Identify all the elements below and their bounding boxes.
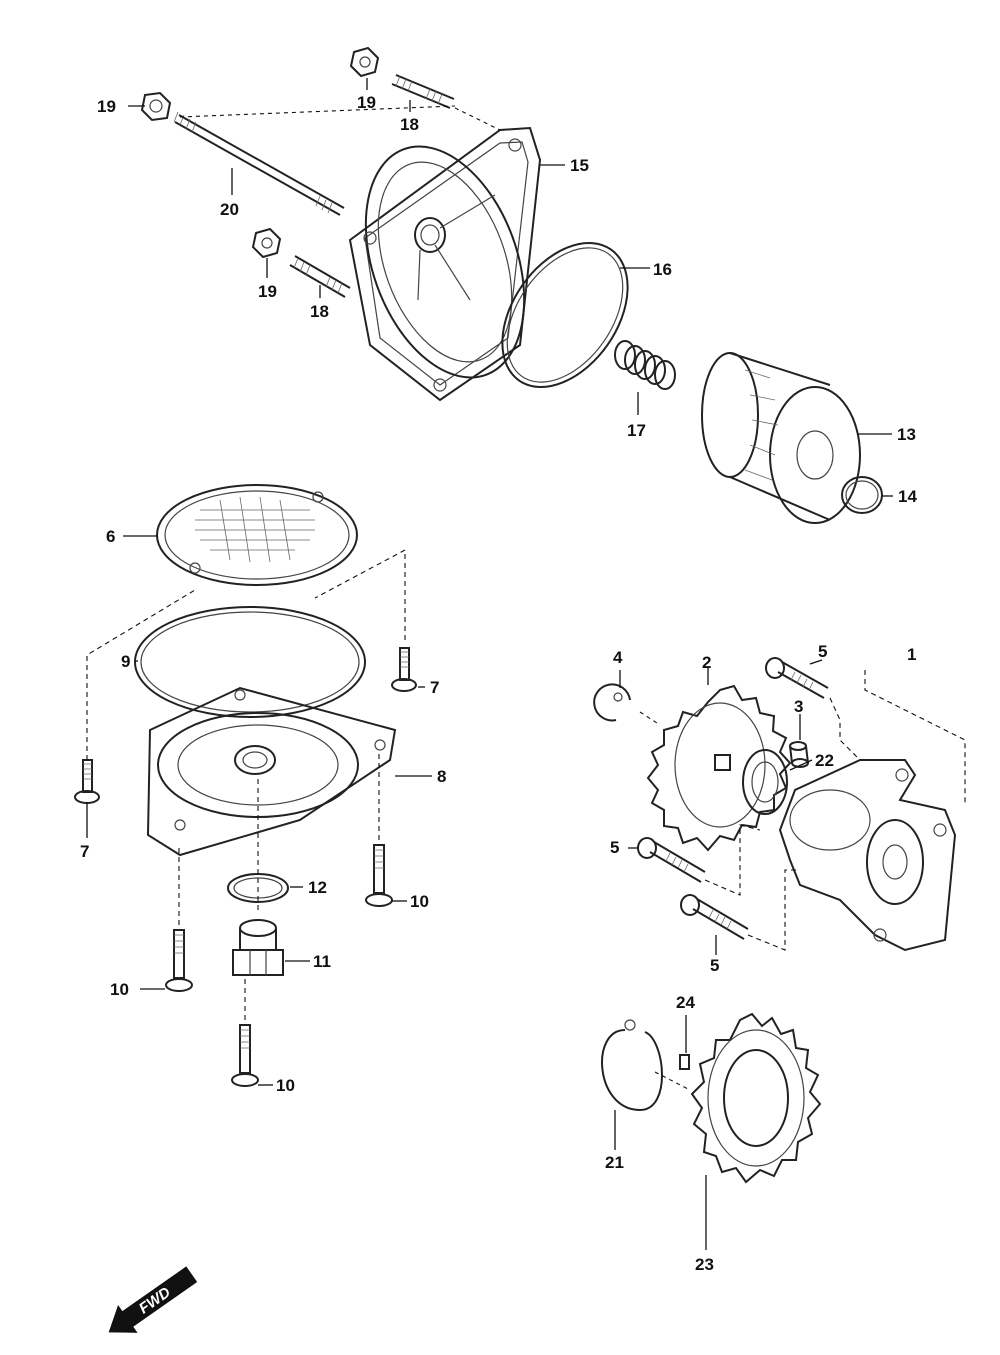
oil-strainer-screen <box>156 484 358 586</box>
callout-7-left: 7 <box>80 842 89 861</box>
bolt-7-left <box>74 759 100 804</box>
callout-labels: 1 2 3 4 5 5 5 6 7 7 8 9 10 10 10 11 12 1… <box>80 93 917 1274</box>
callout-13: 13 <box>897 425 916 444</box>
oil-filter-element <box>701 352 861 524</box>
callout-23: 23 <box>695 1255 714 1274</box>
callout-22: 22 <box>815 751 834 770</box>
oil-pump-body <box>778 759 957 952</box>
driven-gear <box>690 1012 822 1184</box>
callout-5-bottom: 5 <box>710 956 719 975</box>
cover-o-ring <box>501 241 629 389</box>
bolt-7-right <box>391 647 417 692</box>
circlip-lower <box>601 1019 663 1112</box>
callout-12: 12 <box>308 878 327 897</box>
circlip-gear <box>593 683 631 722</box>
callout-10-right: 10 <box>410 892 429 911</box>
callout-17: 17 <box>627 421 646 440</box>
pump-screw-bottom <box>680 894 749 940</box>
leader-lines <box>86 78 893 1250</box>
callout-3: 3 <box>794 697 803 716</box>
pump-screw-middle <box>637 837 706 883</box>
callout-2: 2 <box>702 653 711 672</box>
callout-11: 11 <box>313 952 331 971</box>
pump-shaft-pin <box>789 741 809 768</box>
callout-5-top: 5 <box>818 642 827 661</box>
pump-drive-gear <box>646 684 792 852</box>
fwd-arrow-icon: FWD <box>108 1266 198 1333</box>
drain-plug <box>232 919 284 976</box>
bolt-10-right <box>365 844 393 907</box>
callout-7-right: 7 <box>430 678 439 697</box>
nut-top-left <box>140 91 172 122</box>
small-o-ring <box>841 476 883 514</box>
key-pin <box>679 1054 690 1070</box>
callout-4: 4 <box>613 648 623 667</box>
callout-10-left: 10 <box>110 980 129 999</box>
callout-6: 6 <box>106 527 115 546</box>
filter-spring <box>614 340 676 390</box>
callout-19-top: 19 <box>357 93 376 112</box>
nut-middle-left <box>251 227 282 259</box>
callout-10-bottom: 10 <box>276 1076 295 1095</box>
pump-washer <box>742 749 788 815</box>
callout-20: 20 <box>220 200 239 219</box>
callout-14: 14 <box>898 487 917 506</box>
strainer-o-ring <box>134 606 366 718</box>
stud-bolt-long <box>173 111 345 216</box>
oil-filter-cover <box>348 126 542 402</box>
callout-16: 16 <box>653 260 672 279</box>
callout-19-middle: 19 <box>258 282 277 301</box>
bolt-10-left <box>165 929 193 992</box>
stud-bolt-short-middle <box>289 255 351 298</box>
dashed-guide-lines <box>86 105 966 1091</box>
callout-5-middle: 5 <box>610 838 619 857</box>
callout-18-middle: 18 <box>310 302 329 321</box>
nut-top-center <box>349 46 380 78</box>
pump-screw-top <box>765 657 829 699</box>
callout-19-left: 19 <box>97 97 116 116</box>
bolt-10-bottom <box>231 1024 259 1087</box>
callout-24: 24 <box>676 993 695 1012</box>
callout-9: 9 <box>121 652 130 671</box>
callout-18-top: 18 <box>400 115 419 134</box>
callout-21: 21 <box>605 1153 624 1172</box>
callout-1: 1 <box>907 645 916 664</box>
callout-15: 15 <box>570 156 589 175</box>
strainer-cap <box>146 686 397 857</box>
callout-8: 8 <box>437 767 446 786</box>
stud-bolt-short-top <box>391 74 455 109</box>
